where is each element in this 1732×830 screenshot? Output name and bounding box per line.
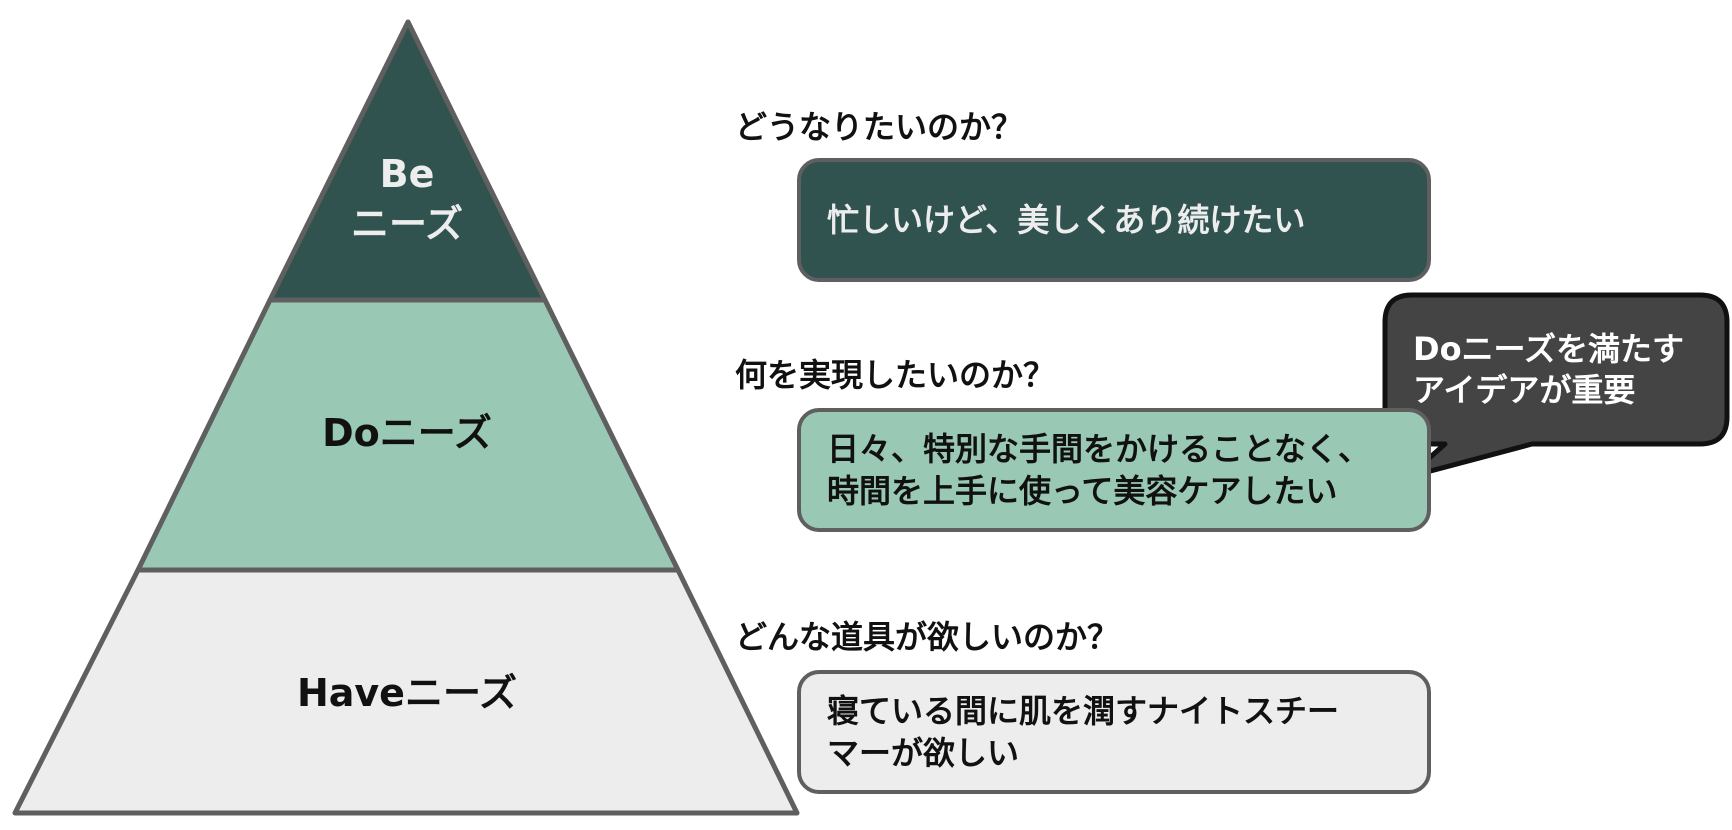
callout-text-line2: アイデアが重要	[1413, 371, 1635, 409]
callout-bubble	[1382, 292, 1730, 480]
answer-box-have: 寝ている間に肌を潤すナイトスチー マーが欲しい	[797, 670, 1431, 794]
answer-text-have-line2: マーが欲しい	[827, 734, 1020, 772]
answer-box-be: 忙しいけど、美しくあり続けたい	[797, 158, 1431, 282]
answer-text-do-line1: 日々、特別な手間をかけることなく、	[827, 430, 1371, 468]
answer-text-have-line1: 寝ている間に肌を潤すナイトスチー	[827, 692, 1340, 730]
be-layer-label-line2: ニーズ	[351, 202, 463, 246]
question-do: 何を実現したいのか？	[735, 356, 1056, 394]
have-layer-label: Haveニーズ	[297, 671, 517, 715]
callout-text-line1: Doニーズを満たす	[1413, 330, 1684, 368]
do-layer-label: Doニーズ	[322, 411, 492, 455]
be-layer-label-line1: Be	[380, 152, 435, 196]
answer-text-do: 日々、特別な手間をかけることなく、 時間を上手に使って美容ケアしたい	[827, 428, 1370, 512]
answer-box-do: 日々、特別な手間をかけることなく、 時間を上手に使って美容ケアしたい	[797, 408, 1431, 532]
question-have: どんな道具が欲しいのか？	[735, 618, 1120, 656]
callout-text: Doニーズを満たす アイデアが重要	[1413, 330, 1695, 409]
question-be: どうなりたいのか？	[735, 108, 1024, 146]
answer-text-have: 寝ている間に肌を潤すナイトスチー マーが欲しい	[827, 690, 1339, 774]
answer-text-do-line2: 時間を上手に使って美容ケアしたい	[827, 472, 1338, 510]
pyramid-layer-have	[12, 567, 800, 816]
answer-text-be: 忙しいけど、美しくあり続けたい	[827, 201, 1306, 239]
